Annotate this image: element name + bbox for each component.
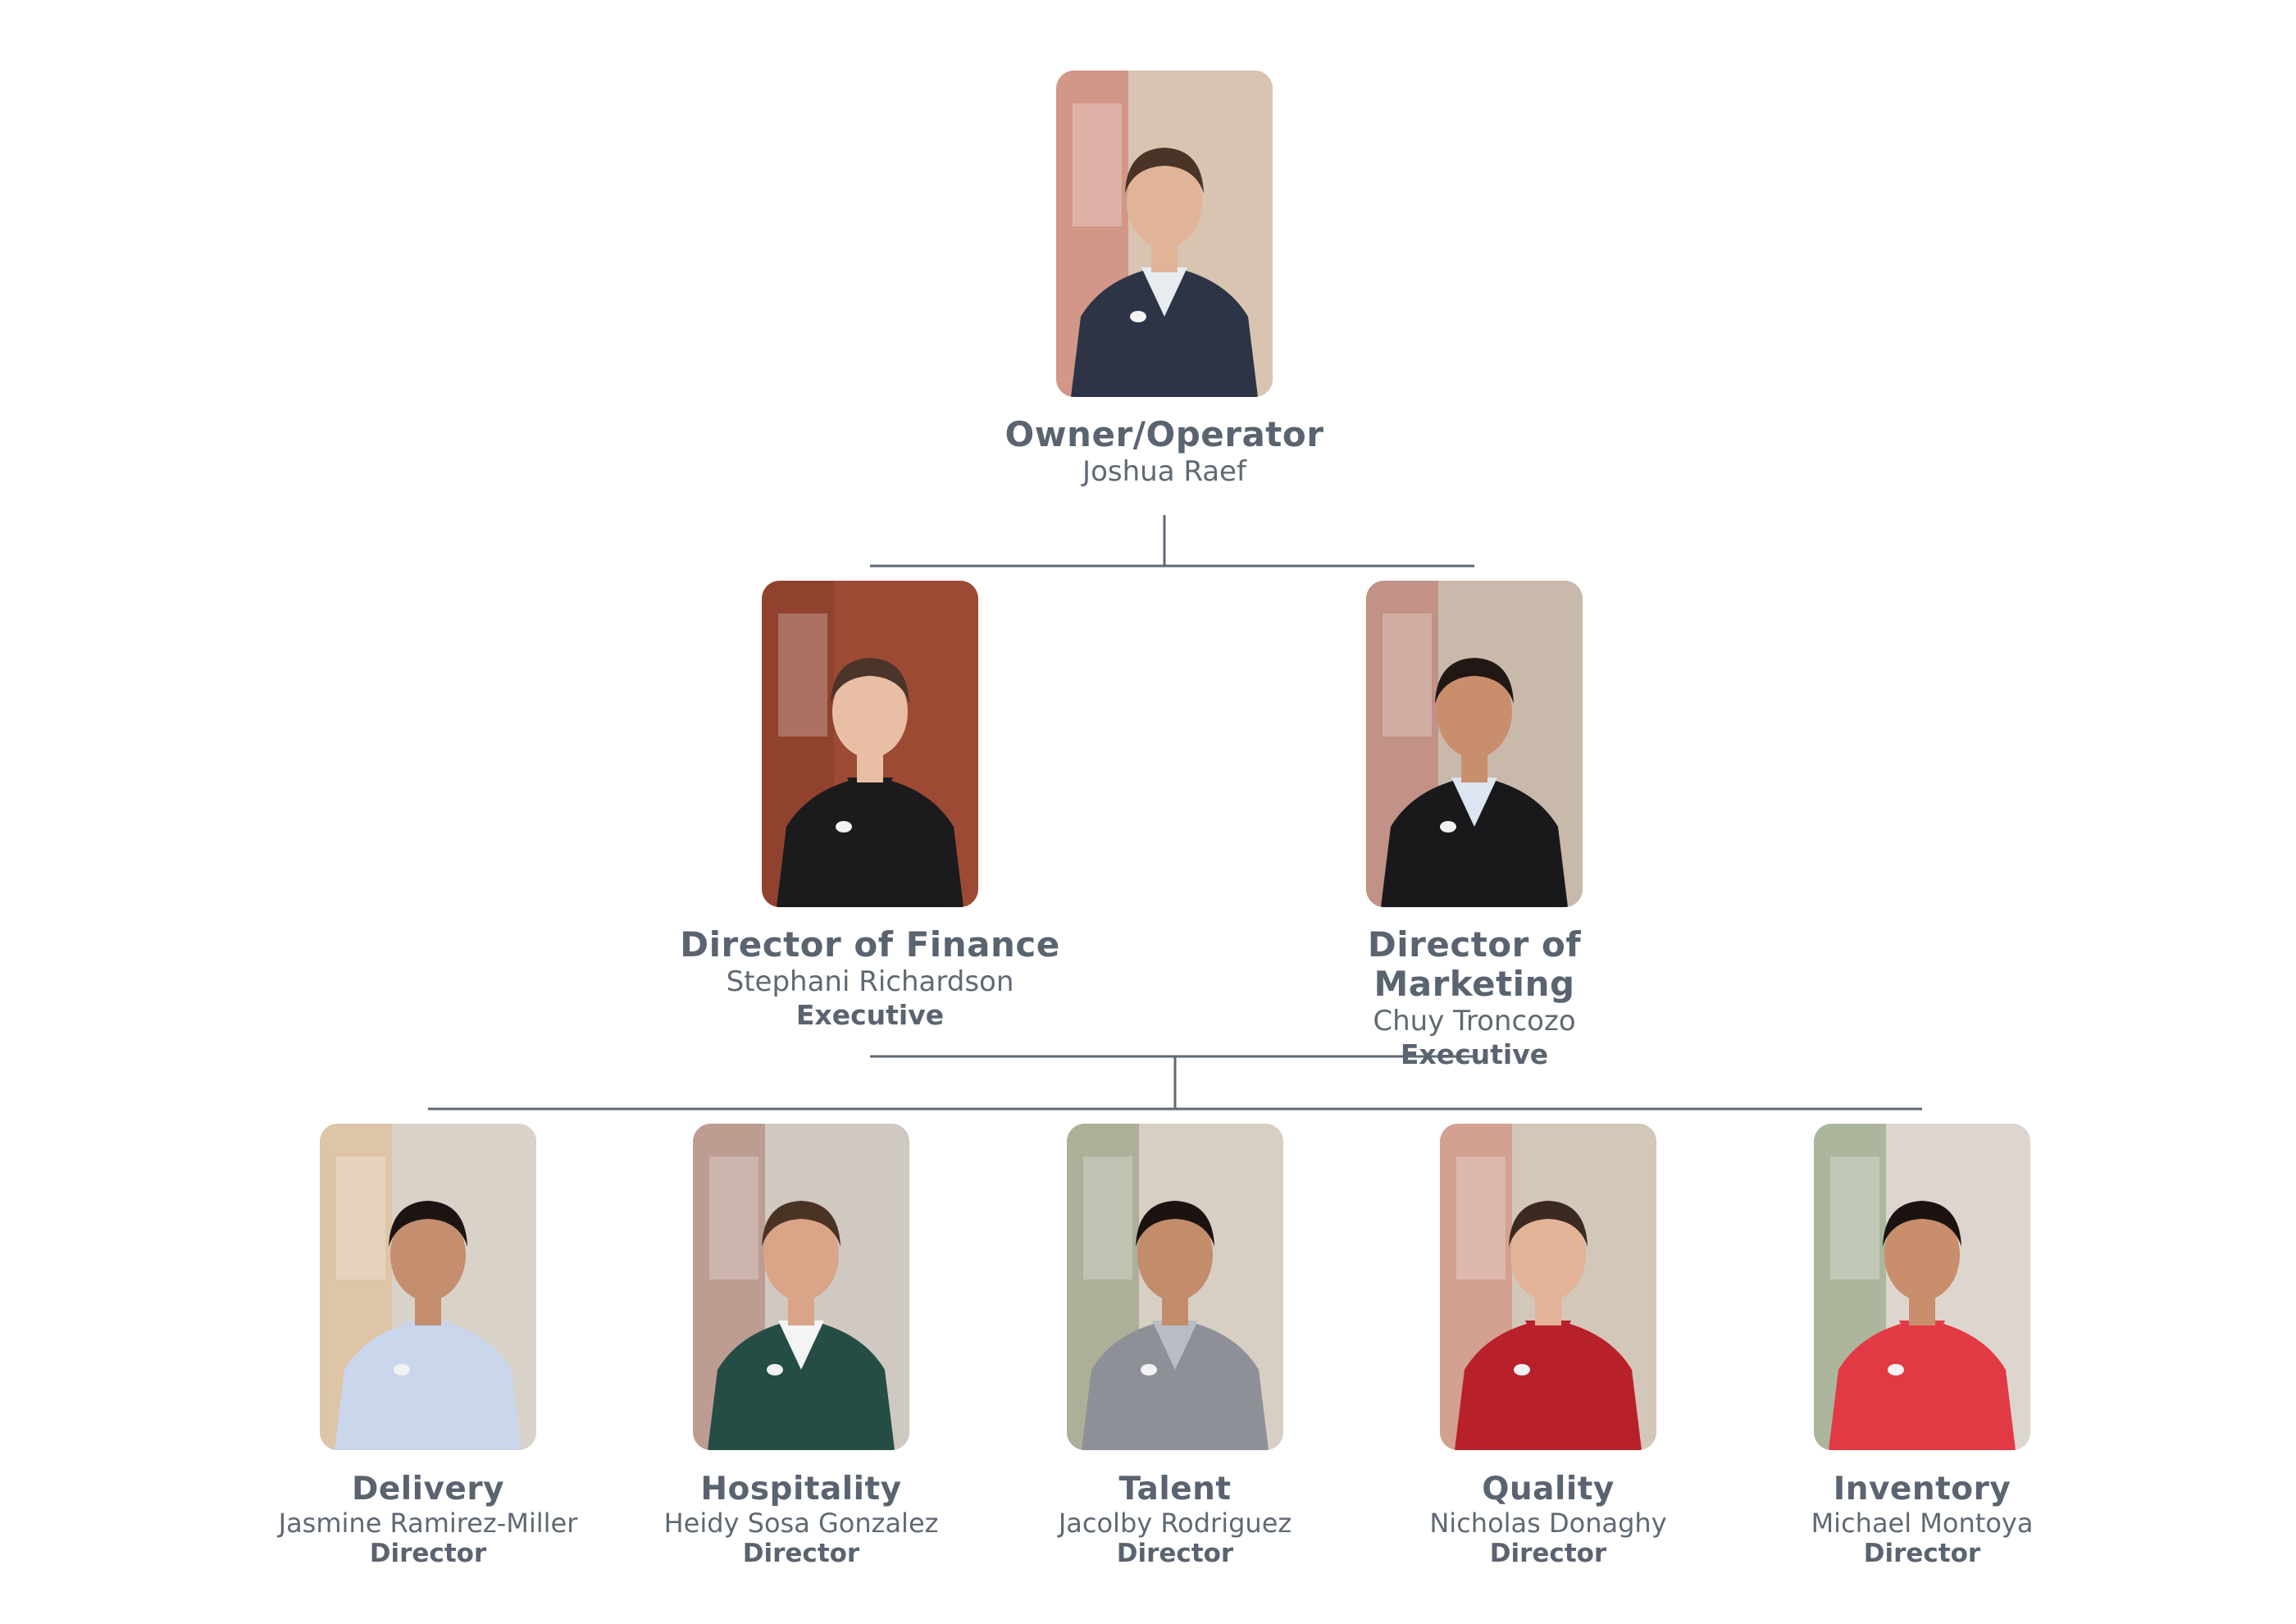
delivery-director-level: Director xyxy=(369,1539,487,1568)
talent-director-role: Talent xyxy=(1118,1471,1232,1508)
finance-director-role: Director of Finance xyxy=(680,924,1060,965)
owner-name: Joshua Raef xyxy=(1082,455,1246,488)
hospitality-director-level: Director xyxy=(742,1539,860,1568)
delivery-director-role: Delivery xyxy=(351,1471,505,1508)
org-node-marketing: Director of Marketing Chuy Troncozo Exec… xyxy=(1261,581,1688,1071)
talent-director-name: Jacolby Rodriguez xyxy=(1058,1508,1292,1539)
talent-director-photo xyxy=(1067,1124,1283,1450)
portrait-image xyxy=(1067,1124,1283,1450)
hospitality-director-name: Heidy Sosa Gonzalez xyxy=(663,1508,939,1539)
portrait-image xyxy=(693,1124,909,1450)
portrait-image xyxy=(1814,1124,2030,1450)
owner-role: Owner/Operator xyxy=(1004,414,1324,454)
org-node-delivery: Delivery Jasmine Ramirez-Miller Director xyxy=(215,1124,641,1568)
org-node-inventory: Inventory Michael Montoya Director xyxy=(1709,1124,2135,1568)
hospitality-director-photo xyxy=(693,1124,909,1450)
org-node-finance: Director of Finance Stephani Richardson … xyxy=(657,581,1083,1032)
org-node-hospitality: Hospitality Heidy Sosa Gonzalez Director xyxy=(588,1124,1014,1568)
finance-director-name: Stephani Richardson xyxy=(726,965,1014,998)
portrait-image xyxy=(762,581,978,907)
marketing-director-photo xyxy=(1366,581,1583,907)
org-node-owner: Owner/Operator Joshua Raef xyxy=(951,71,1378,489)
hospitality-director-role: Hospitality xyxy=(700,1471,902,1508)
org-node-talent: Talent Jacolby Rodriguez Director xyxy=(962,1124,1388,1568)
finance-director-level: Executive xyxy=(795,999,945,1031)
marketing-director-name: Chuy Troncozo xyxy=(1373,1005,1576,1038)
quality-director-name: Nicholas Donaghy xyxy=(1429,1508,1667,1539)
portrait-image xyxy=(1440,1124,1656,1450)
marketing-director-role: Director of Marketing xyxy=(1367,924,1582,1004)
owner-photo xyxy=(1056,71,1273,397)
marketing-director-level: Executive xyxy=(1400,1038,1549,1070)
finance-director-photo xyxy=(762,581,978,907)
inventory-director-level: Director xyxy=(1863,1539,1981,1568)
quality-director-level: Director xyxy=(1489,1539,1607,1568)
quality-director-role: Quality xyxy=(1482,1471,1615,1508)
inventory-director-role: Inventory xyxy=(1833,1471,2011,1508)
quality-director-photo xyxy=(1440,1124,1656,1450)
talent-director-level: Director xyxy=(1116,1539,1234,1568)
inventory-director-photo xyxy=(1814,1124,2030,1450)
org-node-quality: Quality Nicholas Donaghy Director xyxy=(1335,1124,1761,1568)
delivery-director-photo xyxy=(320,1124,536,1450)
portrait-image xyxy=(1056,71,1273,397)
portrait-image xyxy=(320,1124,536,1450)
portrait-image xyxy=(1366,581,1583,907)
delivery-director-name: Jasmine Ramirez-Miller xyxy=(278,1508,578,1539)
inventory-director-name: Michael Montoya xyxy=(1811,1508,2034,1539)
